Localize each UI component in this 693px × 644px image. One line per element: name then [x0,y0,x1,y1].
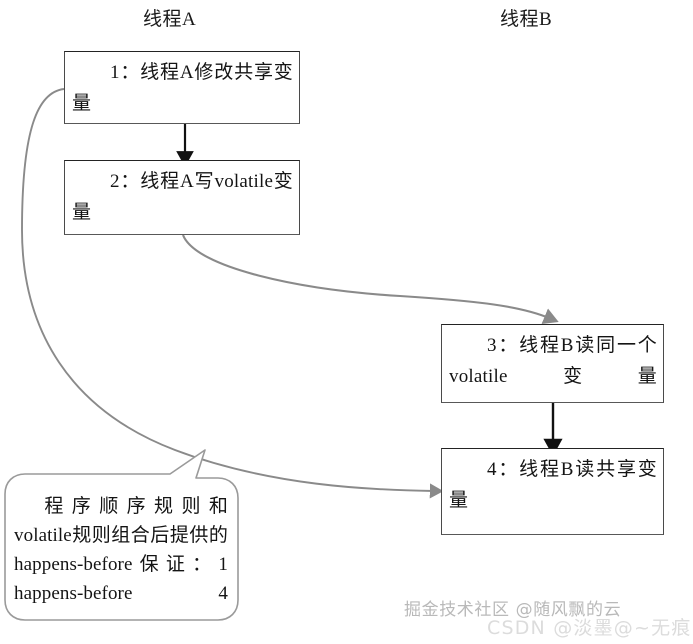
process-box-3[interactable]: 3：线程B读同一个volatile变量 [441,324,664,403]
lane-title-thread-b: 线程B [500,9,553,30]
watermark-secondary: CSDN @淡墨@~无痕 [487,617,692,639]
process-box-4-label: 4：线程B读共享变量 [449,459,657,511]
process-box-1[interactable]: 1：线程A修改共享变量 [64,51,300,124]
process-box-3-label: 3：线程B读同一个volatile变量 [449,335,657,387]
process-box-2[interactable]: 2：线程A写volatile变量 [64,160,300,235]
process-box-1-label: 1：线程A修改共享变量 [72,62,293,114]
lane-title-thread-a: 线程A [143,9,197,30]
watermark-primary: 掘金技术社区 @随风飘的云 [404,600,622,620]
callout-label: 程序顺序规则和volatile规则组合后提供的happens-before保证：… [14,496,228,604]
process-box-2-label: 2：线程A写volatile变量 [72,171,293,223]
process-box-4[interactable]: 4：线程B读共享变量 [441,448,664,535]
